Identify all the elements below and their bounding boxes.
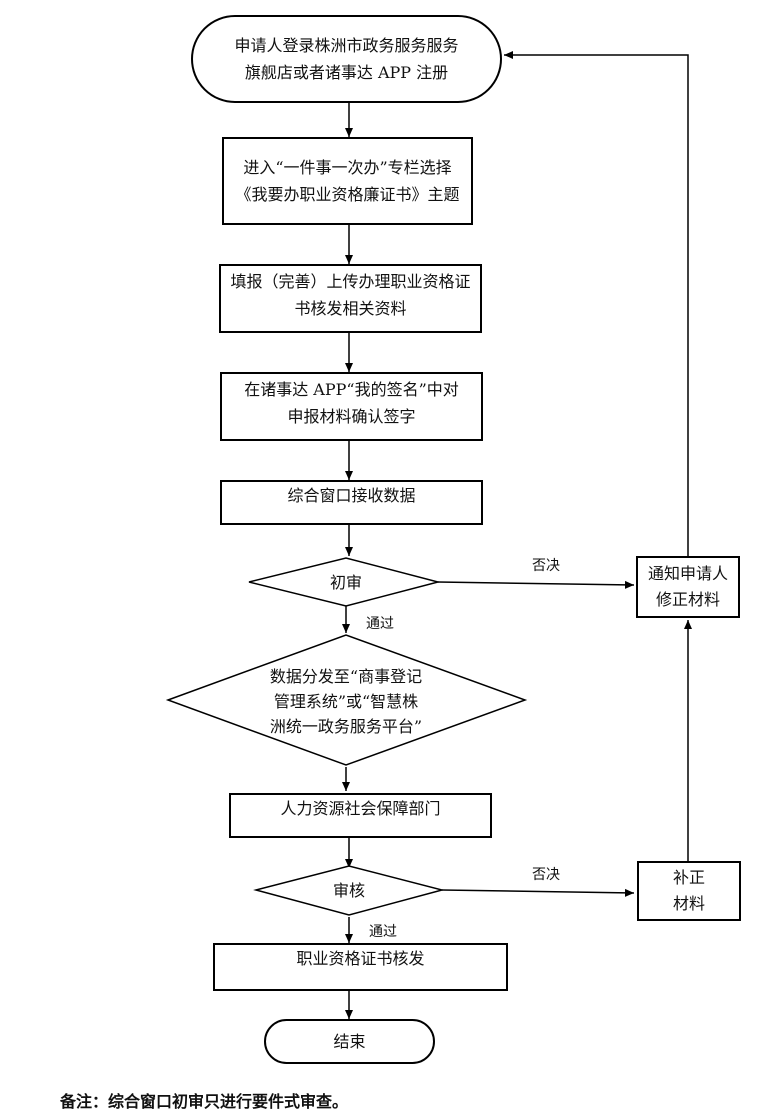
decision-dispatch-line1: 数据分发至“商事登记	[269, 667, 423, 686]
start-line2: 旗舰店或者诸事达 APP 注册	[244, 63, 449, 82]
side-notify-box: 通知申请人 修正材料	[636, 556, 740, 618]
step-hr: 人力资源社会保障部门	[229, 793, 492, 838]
step-sign-line1: 在诸事达 APP“我的签名”中对	[244, 380, 459, 399]
step-receive: 综合窗口接收数据	[220, 480, 483, 525]
footnote: 备注：综合窗口初审只进行要件式审查。	[60, 1092, 349, 1111]
step-enter: 进入“一件事一次办”专栏选择 《我要办职业资格廉证书》主题	[222, 137, 473, 225]
arrow-notify-return	[504, 51, 689, 556]
step-fill-line2: 书核发相关资料	[294, 299, 407, 318]
step-enter-line2: 《我要办职业资格廉证书》主题	[235, 185, 460, 204]
label-reject-initial: 否决	[532, 558, 560, 574]
step-issue-text: 职业资格证书核发	[296, 949, 425, 968]
side-supplement-line1: 补正	[672, 868, 705, 887]
step-hr-text: 人力资源社会保障部门	[280, 799, 441, 818]
decision-initial-label: 初审	[329, 573, 362, 592]
arrow-review-reject	[441, 888, 635, 897]
decision-dispatch-line3: 洲统一政务服务平台”	[269, 717, 423, 736]
step-enter-line1: 进入“一件事一次办”专栏选择	[243, 158, 452, 177]
side-notify-line1: 通知申请人	[647, 564, 728, 583]
step-fill-line1: 填报（完善）上传办理职业资格证	[230, 272, 471, 291]
label-pass-review: 通过	[369, 924, 397, 940]
side-supplement-line2: 材料	[672, 894, 705, 913]
end-text: 结束	[333, 1032, 366, 1051]
side-supplement-box: 补正 材料	[637, 861, 741, 921]
step-sign: 在诸事达 APP“我的签名”中对 申报材料确认签字	[220, 372, 483, 441]
decision-dispatch-shape	[165, 634, 528, 766]
end-terminal: 结束	[264, 1019, 435, 1064]
decision-initial-shape	[248, 557, 441, 607]
step-issue: 职业资格证书核发	[213, 943, 508, 991]
decision-review-shape	[253, 865, 445, 916]
start-line1: 申请人登录株洲市政务服务服务	[234, 36, 459, 55]
label-pass-initial: 通过	[366, 616, 394, 632]
decision-dispatch-line2: 管理系统”或“智慧株	[273, 692, 419, 711]
side-notify-line2: 修正材料	[655, 590, 720, 609]
step-receive-text: 综合窗口接收数据	[287, 486, 416, 505]
step-sign-line2: 申报材料确认签字	[287, 407, 416, 426]
decision-review-label: 审核	[332, 881, 365, 900]
arrow-initial-reject	[437, 580, 635, 589]
step-fill: 填报（完善）上传办理职业资格证 书核发相关资料	[219, 264, 482, 333]
decision-dispatch-text: 数据分发至“商事登记 管理系统”或“智慧株 洲统一政务服务平台”	[236, 664, 456, 739]
label-reject-review: 否决	[532, 867, 560, 883]
start-terminal: 申请人登录株洲市政务服务服务 旗舰店或者诸事达 APP 注册	[191, 15, 502, 103]
